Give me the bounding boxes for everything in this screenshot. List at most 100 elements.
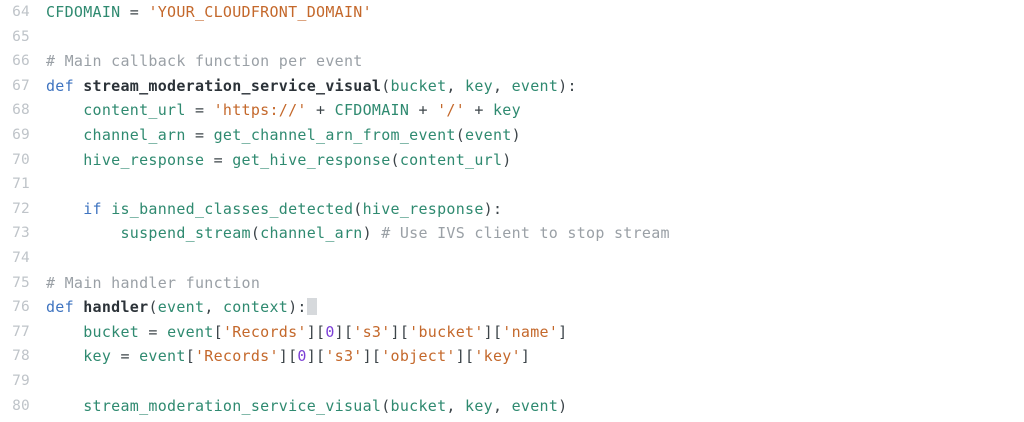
token: ,	[492, 76, 512, 95]
code-text-78[interactable]: key = event['Records'][0]['s3']['object'…	[46, 344, 1024, 369]
token: )	[558, 396, 568, 415]
token	[46, 101, 83, 119]
code-line-77[interactable]: 77 bucket = event['Records'][0]['s3']['b…	[0, 320, 1024, 345]
code-text-77[interactable]: bucket = event['Records'][0]['s3']['buck…	[46, 320, 1024, 345]
token: ][	[306, 322, 326, 341]
code-line-78[interactable]: 78 key = event['Records'][0]['s3']['obje…	[0, 344, 1024, 369]
token: ][	[278, 347, 298, 366]
code-text-80[interactable]: stream_moderation_service_visual(bucket,…	[46, 394, 1024, 419]
line-number-78: 78	[12, 348, 30, 365]
token: key	[465, 76, 493, 95]
line-number-69: 69	[12, 126, 30, 143]
token: content_url	[399, 150, 503, 169]
token	[46, 126, 83, 144]
token: (	[390, 150, 400, 169]
token: if	[83, 199, 102, 218]
code-text-64[interactable]: CFDOMAIN = 'YOUR_CLOUDFRONT_DOMAIN'	[46, 0, 1024, 25]
code-line-75[interactable]: 75 # Main handler function	[0, 271, 1024, 296]
token: hive_response	[83, 150, 205, 169]
token: '/'	[437, 101, 466, 120]
line-number-73: 73	[12, 225, 30, 242]
token	[46, 323, 83, 341]
token: (	[455, 125, 466, 144]
code-line-73[interactable]: 73 suspend_stream(channel_arn) # Use IVS…	[0, 221, 1024, 246]
token: def	[46, 298, 74, 317]
line-number-70: 70	[12, 151, 30, 168]
code-line-70[interactable]: 70 hive_response = get_hive_response(con…	[0, 148, 1024, 173]
token: +	[409, 101, 438, 120]
token: get_hive_response	[232, 150, 391, 169]
token: 'key'	[474, 347, 521, 366]
token: hive_response	[362, 199, 484, 218]
token: bucket	[83, 322, 140, 341]
token: =	[120, 3, 149, 21]
token: is_banned_classes_detected	[111, 199, 354, 218]
token: event	[139, 347, 186, 366]
token: (	[250, 224, 261, 243]
token: =	[185, 125, 214, 144]
token: ][	[455, 347, 475, 366]
token: handler	[83, 298, 149, 317]
token: 'object'	[381, 347, 456, 366]
token	[74, 298, 83, 316]
token: 's3'	[325, 347, 363, 366]
token: suspend_stream	[120, 224, 251, 243]
token: event	[167, 322, 214, 341]
code-text-73[interactable]: suspend_stream(channel_arn) # Use IVS cl…	[46, 221, 1024, 246]
token: bucket	[390, 396, 447, 415]
token	[74, 77, 83, 95]
code-text-70[interactable]: hive_response = get_hive_response(conten…	[46, 148, 1024, 173]
token	[46, 200, 83, 218]
code-line-71[interactable]: 71	[0, 172, 1024, 197]
code-text-67[interactable]: def stream_moderation_service_visual(buc…	[46, 74, 1024, 99]
code-line-69[interactable]: 69 channel_arn = get_channel_arn_from_ev…	[0, 123, 1024, 148]
code-line-80[interactable]: 80 stream_moderation_service_visual(buck…	[0, 394, 1024, 419]
token: )	[511, 125, 521, 144]
token: 'YOUR_CLOUDFRONT_DOMAIN'	[148, 3, 372, 21]
line-number-80: 80	[12, 397, 30, 414]
code-line-66[interactable]: 66 # Main callback function per event	[0, 49, 1024, 74]
token: bucket	[390, 76, 447, 95]
token: ,	[446, 76, 466, 95]
token: ):	[483, 199, 503, 218]
token: # Main handler function	[46, 273, 261, 292]
token: [	[213, 322, 223, 341]
line-number-71: 71	[12, 176, 30, 193]
token: ][	[362, 347, 382, 366]
line-number-66: 66	[12, 53, 30, 70]
code-line-74[interactable]: 74	[0, 246, 1024, 271]
code-text-72[interactable]: if is_banned_classes_detected(hive_respo…	[46, 197, 1024, 222]
token: =	[139, 322, 168, 341]
token: +	[306, 101, 335, 120]
token: stream_moderation_service_visual	[83, 76, 382, 95]
token: (	[381, 76, 391, 95]
token: event	[511, 76, 559, 95]
token: key	[465, 396, 493, 415]
code-text-66[interactable]: # Main callback function per event	[46, 49, 1024, 74]
code-text-69[interactable]: channel_arn = get_channel_arn_from_event…	[46, 123, 1024, 148]
code-line-72[interactable]: 72 if is_banned_classes_detected(hive_re…	[0, 197, 1024, 222]
token	[46, 151, 83, 169]
token: )	[502, 150, 512, 169]
token: (	[148, 298, 158, 317]
token: ][	[483, 322, 503, 341]
token: 'name'	[502, 322, 559, 341]
code-text-75[interactable]: # Main handler function	[46, 271, 1024, 296]
code-text-76[interactable]: def handler(event, context):	[46, 295, 1024, 320]
code-line-79[interactable]: 79	[0, 369, 1024, 394]
token: ]	[520, 347, 531, 366]
line-number-65: 65	[12, 28, 30, 45]
code-line-65[interactable]: 65	[0, 25, 1024, 50]
token: ,	[446, 396, 466, 415]
token: context	[222, 298, 289, 317]
line-number-75: 75	[12, 274, 30, 291]
token: ,	[492, 396, 512, 415]
code-line-68[interactable]: 68 content_url = 'https://' + CFDOMAIN +…	[0, 98, 1024, 123]
code-text-68[interactable]: content_url = 'https://' + CFDOMAIN + '/…	[46, 98, 1024, 123]
token: ):	[288, 298, 307, 317]
